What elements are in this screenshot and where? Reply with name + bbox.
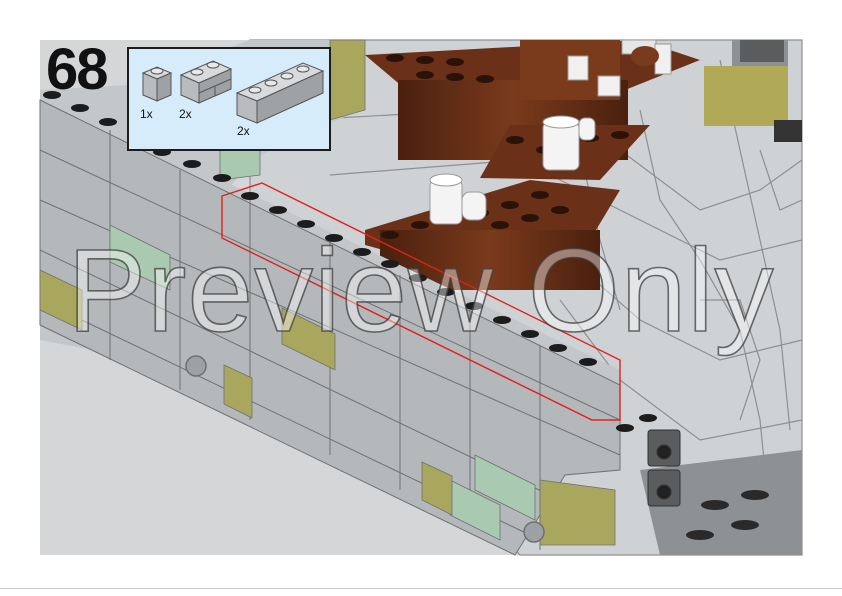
brick-1x4-icon [235, 62, 325, 124]
new-parts-highlight [221, 182, 621, 421]
page-divider [0, 588, 842, 589]
parts-list: 1x 2x 2x [127, 47, 331, 151]
brick-1x2-masonry-icon [179, 60, 233, 104]
beer-taps [567, 39, 672, 97]
brick-1x1-icon [141, 66, 173, 102]
part-qty-3: 2x [237, 124, 250, 138]
step-number: 68 [46, 37, 108, 102]
part-qty-1: 1x [140, 107, 153, 121]
cups [429, 115, 596, 225]
part-qty-2: 2x [179, 107, 192, 121]
right-pillar [704, 40, 802, 142]
wall [39, 39, 681, 556]
